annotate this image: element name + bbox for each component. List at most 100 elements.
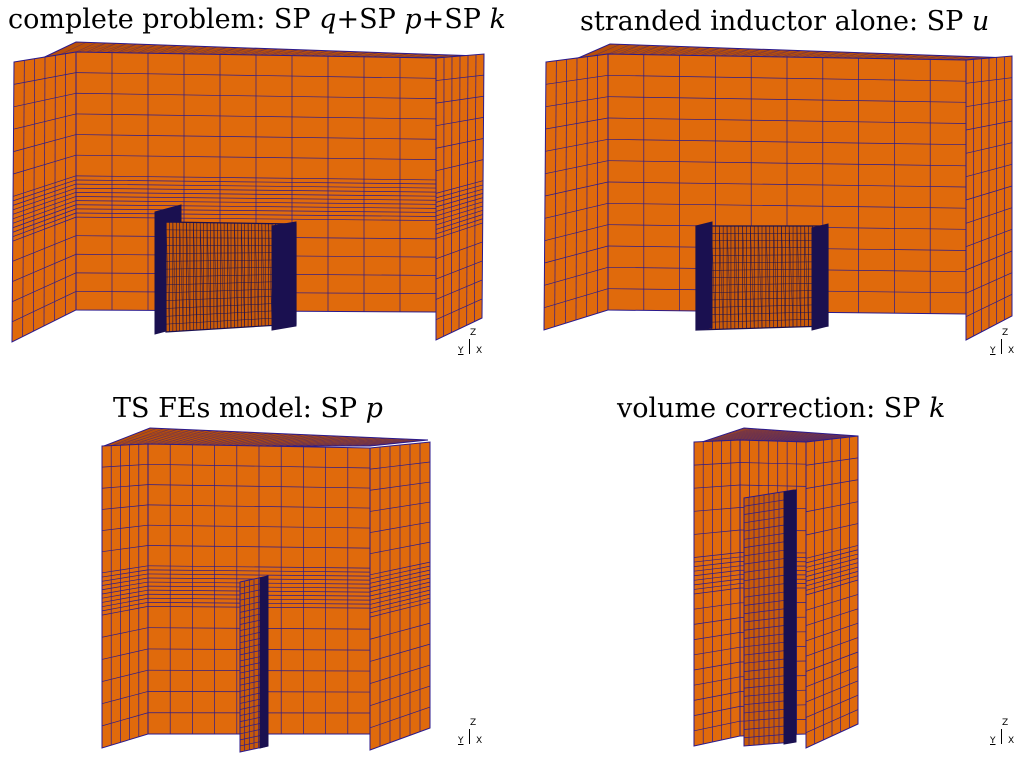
caption-complete-problem: complete problem: SP q+SP p+SP k bbox=[8, 4, 506, 35]
p1-coil-front-diag bbox=[193, 222, 197, 331]
p1-coil-front-diag bbox=[227, 222, 232, 329]
p4-left-wall-hline bbox=[693, 646, 741, 656]
p3-lid-hatch bbox=[163, 430, 213, 447]
p1-back-wall-hline bbox=[75, 192, 437, 197]
p3-left-wall-hline bbox=[101, 648, 149, 660]
p3-lid-hatch bbox=[296, 436, 352, 447]
p1-coil-front-diag bbox=[268, 223, 273, 326]
p4-left-wall-hline bbox=[693, 583, 741, 590]
p4-left-wall-hline bbox=[693, 691, 741, 701]
p1-back-wall-hline bbox=[75, 212, 437, 217]
p1-left-wall-vline bbox=[32, 58, 36, 332]
p4-right-wall-hline bbox=[805, 479, 859, 489]
p4-left-wall-hline bbox=[693, 565, 741, 572]
p3-left-wall-hline bbox=[101, 712, 149, 727]
p3-lid-hatch bbox=[223, 433, 276, 447]
p3-back-wall-hline bbox=[147, 545, 371, 549]
p1-left-wall-hline bbox=[12, 272, 77, 302]
p1-left-wall-hline bbox=[12, 208, 77, 233]
p2-coil-front-hline bbox=[695, 240, 829, 242]
p3-lid-hatch bbox=[110, 428, 158, 447]
p4-right-wall-hline bbox=[805, 608, 859, 626]
p2-back-wall-hline bbox=[607, 138, 967, 146]
p4-left-wall-hline bbox=[693, 578, 741, 586]
p1-coil-front-diag bbox=[186, 222, 191, 331]
p1-coil-front-diag bbox=[165, 221, 170, 332]
p2-coil-front-hline bbox=[695, 275, 829, 279]
p1-left-wall-hline bbox=[12, 175, 77, 197]
p1-back-wall-hline bbox=[75, 92, 437, 99]
p3-back-wall-hline bbox=[147, 504, 371, 509]
p1-right-wall-hline bbox=[435, 193, 484, 208]
p4-left-wall-hline bbox=[693, 676, 741, 686]
p3-back-wall-hline bbox=[147, 565, 371, 569]
p2-coil-front-diag bbox=[788, 225, 794, 328]
p3-lid-hatch bbox=[310, 437, 366, 447]
p3-right-wall-hline bbox=[369, 664, 431, 684]
p3-right-wall-hline bbox=[369, 521, 431, 533]
p1-back-wall-hline bbox=[75, 179, 437, 185]
axis-z-line bbox=[469, 339, 470, 354]
p3-back-wall-hline bbox=[147, 463, 371, 469]
p3-lid-hatch bbox=[290, 436, 345, 447]
p3-lid-hatch bbox=[203, 432, 255, 447]
p3-left-wall-hline bbox=[101, 627, 149, 638]
p2-right-wall-hline bbox=[965, 207, 1013, 224]
p1-coil-front-diag bbox=[206, 222, 211, 330]
p2-left-wall-hline bbox=[545, 160, 609, 175]
p3-right-wall-hline bbox=[369, 481, 431, 491]
p3-right-wall-hline bbox=[369, 585, 431, 601]
p2-left-wall-hline bbox=[545, 96, 609, 108]
p3-lid-hatch bbox=[350, 438, 408, 447]
p2-coil-front-diag bbox=[796, 225, 802, 327]
caption-stranded-inductor: stranded inductor alone: SP u bbox=[580, 6, 990, 37]
p3-right-wall-hline bbox=[369, 569, 431, 584]
p2-coil-front-diag bbox=[719, 225, 724, 330]
p4-right-wall-hline bbox=[805, 545, 859, 559]
p1-coil-front-diag bbox=[200, 222, 204, 330]
p4-right-wall-hline bbox=[805, 680, 859, 703]
p2-left-wall-hline bbox=[544, 181, 609, 197]
p2-left-wall-hline bbox=[544, 202, 609, 219]
p3-right-wall-hline bbox=[369, 573, 431, 588]
p1-back-wall-hline bbox=[75, 216, 437, 221]
p3-lid-hatch bbox=[143, 429, 192, 447]
p4-right-wall-hline bbox=[805, 523, 859, 536]
p2-left-wall-hline bbox=[545, 138, 609, 152]
p3-lid-hatch bbox=[236, 433, 290, 447]
p1-coil-front-diag bbox=[241, 223, 245, 328]
axis-triad-tsfe: Z Y X bbox=[458, 718, 483, 746]
p3-right-wall-hline bbox=[369, 685, 431, 707]
p3-lid-hatch bbox=[157, 430, 206, 447]
p3-lid-hatch bbox=[283, 435, 338, 447]
p2-left-wall-hline bbox=[544, 288, 609, 309]
p4-left-wall-hline bbox=[693, 720, 741, 732]
p3-left-wall-hline bbox=[101, 585, 149, 595]
p4-left-wall-hline bbox=[693, 552, 741, 558]
p3-lid-hatch bbox=[216, 432, 269, 447]
axis-triad-complete: Z Y X bbox=[458, 328, 483, 356]
p3-left-wall-hline bbox=[101, 569, 149, 578]
p3-left-wall-hline bbox=[101, 573, 149, 582]
p2-coil-front-hline bbox=[695, 282, 829, 286]
p1-right-wall-hline bbox=[435, 218, 483, 235]
p4-right-wall-hline bbox=[805, 594, 859, 611]
p4-right-wall-hline bbox=[805, 558, 859, 573]
p1-left-wall-hline bbox=[12, 187, 77, 211]
p3-lid-hatch bbox=[177, 431, 227, 447]
p3-left-wall-hline bbox=[101, 504, 149, 510]
p4-left-wall-hline bbox=[693, 556, 741, 563]
p3-right-wall-hline bbox=[369, 622, 431, 640]
p1-left-wall-hline bbox=[13, 72, 77, 85]
p2-right-wall-hline bbox=[965, 77, 1013, 84]
p1-back-wall-hline bbox=[75, 183, 437, 189]
p3-right-wall-hline bbox=[369, 589, 431, 605]
p3-lid-hatch bbox=[183, 431, 234, 447]
p1-left-wall-vline bbox=[43, 56, 46, 327]
p3-lid-hatch bbox=[356, 439, 415, 447]
p4-right-wall-hline bbox=[805, 579, 859, 596]
p1-right-wall-hline bbox=[435, 209, 483, 226]
p1-back-wall-hline bbox=[75, 204, 437, 209]
p4-back-wall-hline bbox=[739, 484, 807, 487]
